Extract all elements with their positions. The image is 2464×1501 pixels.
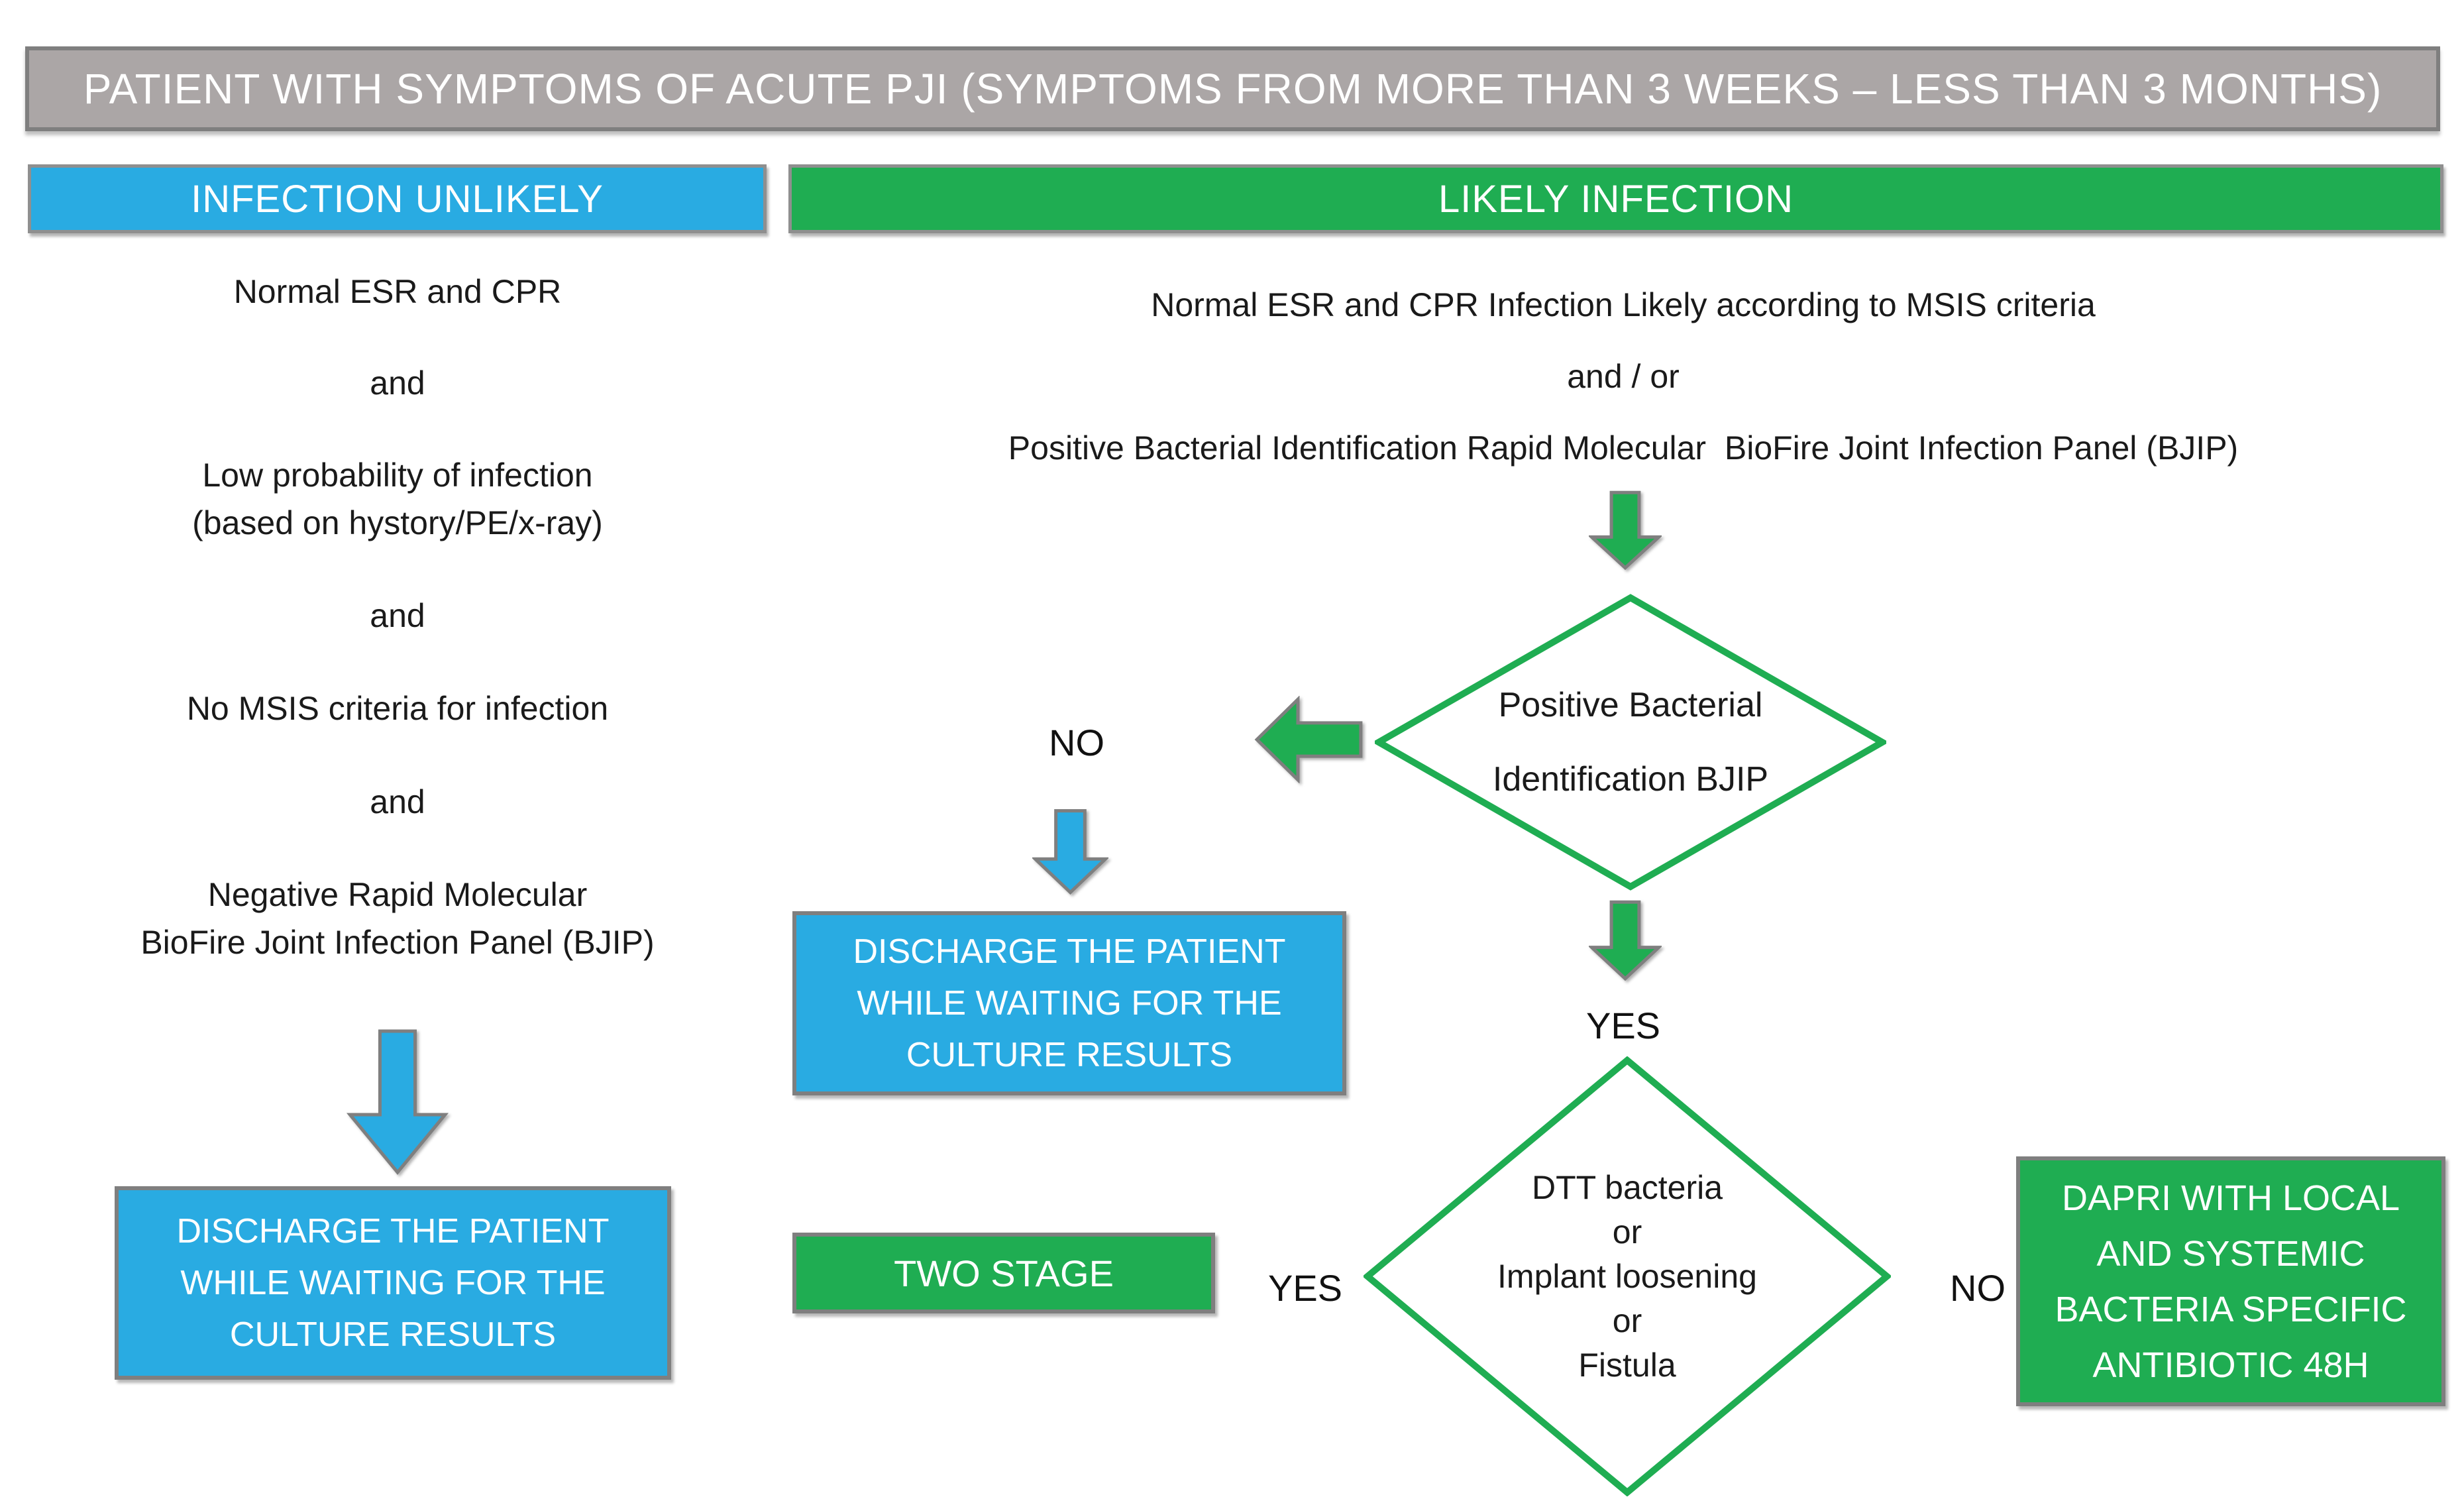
box-line: ANTIBIOTIC 48H — [2092, 1345, 2369, 1385]
criterion-negative-bjip: Negative Rapid Molecular BioFire Joint I… — [80, 871, 716, 966]
left-arrow-icon — [1254, 696, 1364, 783]
down-arrow-icon — [1589, 900, 1662, 981]
diamond-line: Implant loosening — [1497, 1257, 1757, 1295]
decision-diamond-dtt-loosening-fistula: DTT bacteria or Implant loosening or Fis… — [1364, 1056, 1891, 1496]
diamond-line: DTT bacteria — [1531, 1168, 1723, 1206]
box-line: CULTURE RESULTS — [229, 1315, 557, 1354]
discharge-patient-box-middle: DISCHARGE THE PATIENT WHILE WAITING FOR … — [792, 911, 1346, 1095]
box-line: BACTERIA SPECIFIC — [2055, 1289, 2407, 1329]
criterion-line: BioFire Joint Infection Panel (BJIP) — [140, 924, 655, 961]
dapri-box: DAPRI WITH LOCAL AND SYSTEMIC BACTERIA S… — [2016, 1156, 2445, 1406]
no-label-decision2: NO — [1950, 1266, 2006, 1309]
criterion-line: No MSIS criteria for infection — [186, 690, 609, 727]
yes-label-decision1: YES — [1585, 1004, 1661, 1046]
box-line: AND SYSTEMIC — [2096, 1233, 2365, 1274]
criterion-line: (based on hystory/PE/x-ray) — [192, 504, 603, 541]
diamond-line: or — [1612, 1213, 1642, 1251]
diamond-text: DTT bacteria or Implant loosening or Fis… — [1364, 1056, 1891, 1496]
likely-criterion-msis: Normal ESR and CPR Infection Likely acco… — [1151, 286, 2096, 323]
box-line: DAPRI WITH LOCAL — [2061, 1178, 2400, 1218]
title-banner-text: PATIENT WITH SYMPTOMS OF ACUTE PJI (SYMP… — [83, 65, 2383, 113]
box-line: WHILE WAITING FOR THE — [180, 1264, 606, 1302]
criterion-line: Low probability of infection — [202, 457, 593, 494]
and-or-connector: and / or — [1567, 358, 1680, 395]
criterion-low-probability: Low probability of infection (based on h… — [80, 451, 716, 547]
discharge-patient-box-left: DISCHARGE THE PATIENT WHILE WAITING FOR … — [115, 1186, 671, 1380]
branch-header-likely-infection: LIKELY INFECTION — [788, 164, 2443, 233]
down-arrow-icon — [1032, 808, 1108, 895]
and-connector-2: and — [80, 592, 716, 639]
diamond-line: Positive Bacterial — [1498, 686, 1763, 724]
down-arrow-icon — [346, 1027, 449, 1176]
criterion-line: Negative Rapid Molecular — [207, 876, 588, 913]
criterion-no-msis: No MSIS criteria for infection — [80, 685, 716, 732]
box-line: CULTURE RESULTS — [906, 1036, 1233, 1074]
yes-label-decision2: YES — [1267, 1266, 1343, 1309]
and-connector-1: and — [80, 359, 716, 407]
box-line: DISCHARGE THE PATIENT — [176, 1212, 610, 1251]
infection-unlikely-label: INFECTION UNLIKELY — [191, 177, 604, 221]
two-stage-box: TWO STAGE — [792, 1233, 1215, 1313]
branch-header-infection-unlikely: INFECTION UNLIKELY — [28, 164, 767, 233]
criterion-line: and — [370, 597, 425, 634]
criterion-line: and — [370, 783, 425, 820]
decision-diamond-positive-bjip: Positive Bacterial Identification BJIP — [1375, 594, 1886, 891]
two-stage-label: TWO STAGE — [894, 1252, 1114, 1294]
diamond-line: Fistula — [1578, 1346, 1676, 1384]
likely-infection-label: LIKELY INFECTION — [1438, 177, 1794, 221]
criterion-line: Normal ESR and CPR — [233, 273, 562, 310]
likely-criterion-positive-bjip: Positive Bacterial Identification Rapid … — [1008, 429, 2239, 467]
criterion-line: and — [370, 364, 425, 402]
title-banner: PATIENT WITH SYMPTOMS OF ACUTE PJI (SYMP… — [25, 46, 2440, 131]
and-connector-3: and — [80, 778, 716, 826]
down-arrow-icon — [1589, 490, 1662, 570]
box-line: DISCHARGE THE PATIENT — [853, 932, 1286, 971]
criterion-normal-esr-cpr: Normal ESR and CPR — [80, 268, 716, 315]
diamond-line: or — [1612, 1302, 1642, 1339]
box-line: WHILE WAITING FOR THE — [857, 984, 1282, 1023]
diamond-line: Identification BJIP — [1492, 760, 1769, 799]
diamond-text: Positive Bacterial Identification BJIP — [1375, 594, 1886, 891]
no-label-decision1: NO — [1049, 721, 1104, 763]
